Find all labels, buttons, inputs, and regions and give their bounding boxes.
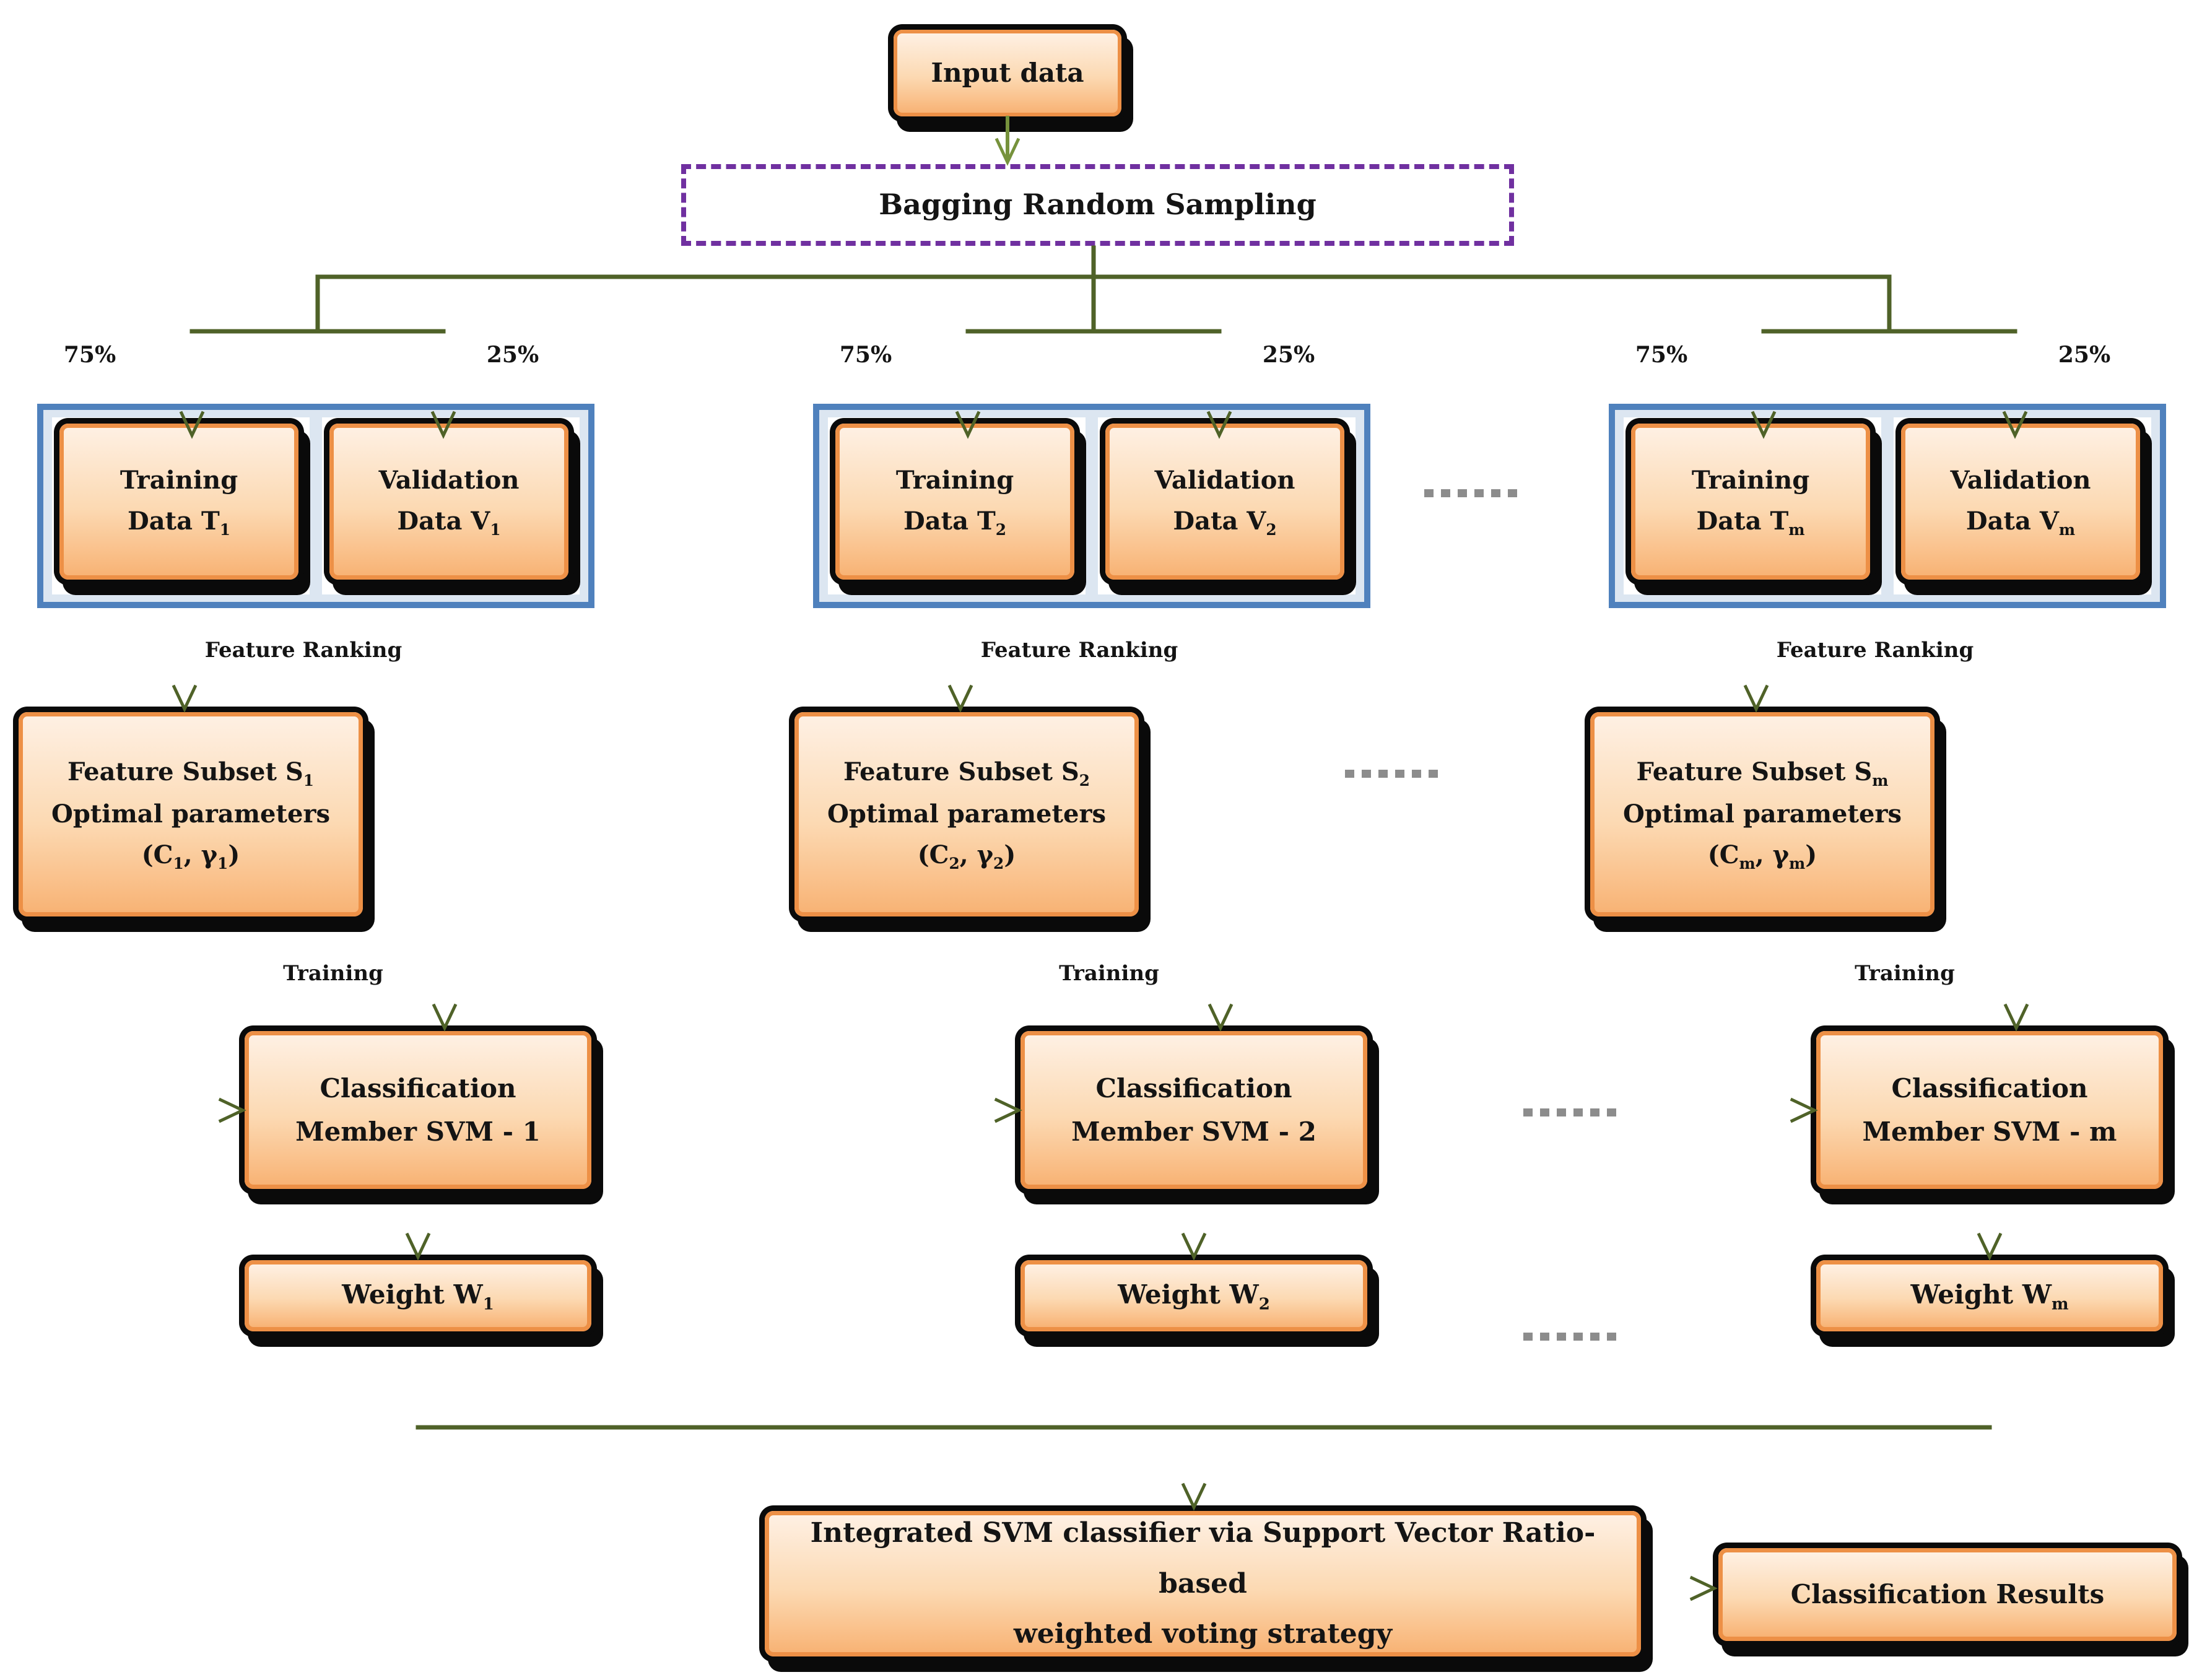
val-split-label: 25% xyxy=(486,342,539,368)
classification-line2: Member SVM - 1 xyxy=(295,1116,541,1147)
validation-box-line1: Validation xyxy=(378,466,520,495)
ellipsis-separator-weight-level xyxy=(1523,1333,1622,1341)
feature-ranking-label: Feature Ranking xyxy=(1776,638,1974,663)
feature-subset-box: Feature Subset S2 Optimal parameters (C2… xyxy=(794,712,1139,916)
training-cell: Training Data T1 xyxy=(52,417,310,594)
ensemble-column-2: 75% 25% Training Data T2 Validation Data… xyxy=(776,0,1389,1680)
validation-box-line2: Data V2 xyxy=(1173,507,1277,539)
feature-box-line2: Optimal parameters xyxy=(827,799,1107,829)
input-data-box: Input data xyxy=(894,30,1121,116)
training-box-line2: Data Tm xyxy=(1696,507,1805,539)
training-box-line2: Data T1 xyxy=(128,507,230,539)
training-box-line1: Training xyxy=(1691,466,1810,495)
classification-member-box: Classification Member SVM - m xyxy=(1816,1031,2163,1189)
sampling-container: Training Data T1 Validation Data V1 xyxy=(37,404,594,608)
training-edge-label: Training xyxy=(1059,961,1159,986)
val-split-label: 25% xyxy=(1262,342,1315,368)
training-cell: Training Data Tm xyxy=(1624,417,1881,594)
feature-subset-box: Feature Subset S1 Optimal parameters (C1… xyxy=(19,712,363,916)
feature-box-line3: (C2, γ2) xyxy=(917,840,1016,873)
validation-box-line2: Data Vm xyxy=(1965,507,2076,539)
integrated-classifier-box: Integrated SVM classifier via Support Ve… xyxy=(765,1511,1641,1656)
sampling-container: Training Data Tm Validation Data Vm xyxy=(1609,404,2166,608)
feature-box-line1: Feature Subset S1 xyxy=(67,757,315,790)
integrated-line2: weighted voting strategy xyxy=(1013,1618,1393,1650)
classification-line1: Classification xyxy=(1095,1073,1292,1104)
ensemble-column-1: 75% 25% Training Data T1 Validation Data… xyxy=(0,0,613,1680)
classification-results-label: Classification Results xyxy=(1790,1579,2105,1610)
validation-cell: Validation Data Vm xyxy=(1894,417,2151,594)
validation-data-box: Validation Data V2 xyxy=(1105,424,1344,580)
classification-member-box: Classification Member SVM - 2 xyxy=(1021,1031,1367,1189)
ellipsis-separator-data-level xyxy=(1424,489,1525,497)
integrated-line1: Integrated SVM classifier via Support Ve… xyxy=(810,1517,1596,1599)
feature-box-line1: Feature Subset S2 xyxy=(843,757,1090,790)
classification-line1: Classification xyxy=(320,1073,516,1104)
feature-box-line3: (Cm, γm) xyxy=(1707,840,1817,873)
feature-ranking-label: Feature Ranking xyxy=(204,638,403,663)
validation-box-line1: Validation xyxy=(1950,466,2091,495)
classification-line2: Member SVM - m xyxy=(1862,1116,2117,1147)
weight-label: Weight W1 xyxy=(342,1279,494,1314)
classification-line1: Classification xyxy=(1891,1073,2088,1104)
classification-line2: Member SVM - 2 xyxy=(1071,1116,1316,1147)
ellipsis-separator-feature-level xyxy=(1345,770,1444,778)
training-box-line1: Training xyxy=(895,466,1014,495)
validation-data-box: Validation Data Vm xyxy=(1901,424,2140,580)
training-edge-label: Training xyxy=(283,961,383,986)
validation-data-box: Validation Data V1 xyxy=(329,424,568,580)
feature-ranking-label: Feature Ranking xyxy=(980,638,1178,663)
weight-label: Weight Wm xyxy=(1910,1279,2069,1314)
weight-box: Weight Wm xyxy=(1816,1260,2163,1331)
validation-box-line2: Data V1 xyxy=(397,507,501,539)
validation-cell: Validation Data V2 xyxy=(1098,417,1356,594)
feature-box-line2: Optimal parameters xyxy=(51,799,331,829)
classification-results-box: Classification Results xyxy=(1718,1548,2177,1641)
validation-cell: Validation Data V1 xyxy=(322,417,580,594)
feature-box-line1: Feature Subset Sm xyxy=(1636,757,1889,790)
ensemble-column-m: 75% 25% Training Data Tm Validation Data… xyxy=(1572,0,2185,1680)
validation-box-line1: Validation xyxy=(1154,466,1295,495)
bagging-label: Bagging Random Sampling xyxy=(879,188,1316,222)
classification-member-box: Classification Member SVM - 1 xyxy=(245,1031,591,1189)
training-box-line1: Training xyxy=(120,466,238,495)
train-split-label: 75% xyxy=(63,342,116,368)
feature-box-line2: Optimal parameters xyxy=(1622,799,1902,829)
feature-subset-box: Feature Subset Sm Optimal parameters (Cm… xyxy=(1590,712,1934,916)
feature-box-line3: (C1, γ1) xyxy=(141,840,240,873)
train-split-label: 75% xyxy=(839,342,892,368)
weight-box: Weight W1 xyxy=(245,1260,591,1331)
input-data-label: Input data xyxy=(931,58,1084,89)
training-cell: Training Data T2 xyxy=(828,417,1086,594)
training-data-box: Training Data T1 xyxy=(59,424,298,580)
train-split-label: 75% xyxy=(1635,342,1688,368)
weight-label: Weight W2 xyxy=(1118,1279,1270,1314)
training-box-line2: Data T2 xyxy=(903,507,1006,539)
bagging-random-sampling-box: Bagging Random Sampling xyxy=(681,164,1514,246)
sampling-container: Training Data T2 Validation Data V2 xyxy=(813,404,1370,608)
training-edge-label: Training xyxy=(1855,961,1955,986)
ellipsis-separator-classifier-level xyxy=(1523,1108,1622,1116)
training-data-box: Training Data Tm xyxy=(1631,424,1870,580)
val-split-label: 25% xyxy=(2058,342,2111,368)
weight-box: Weight W2 xyxy=(1021,1260,1367,1331)
training-data-box: Training Data T2 xyxy=(835,424,1074,580)
